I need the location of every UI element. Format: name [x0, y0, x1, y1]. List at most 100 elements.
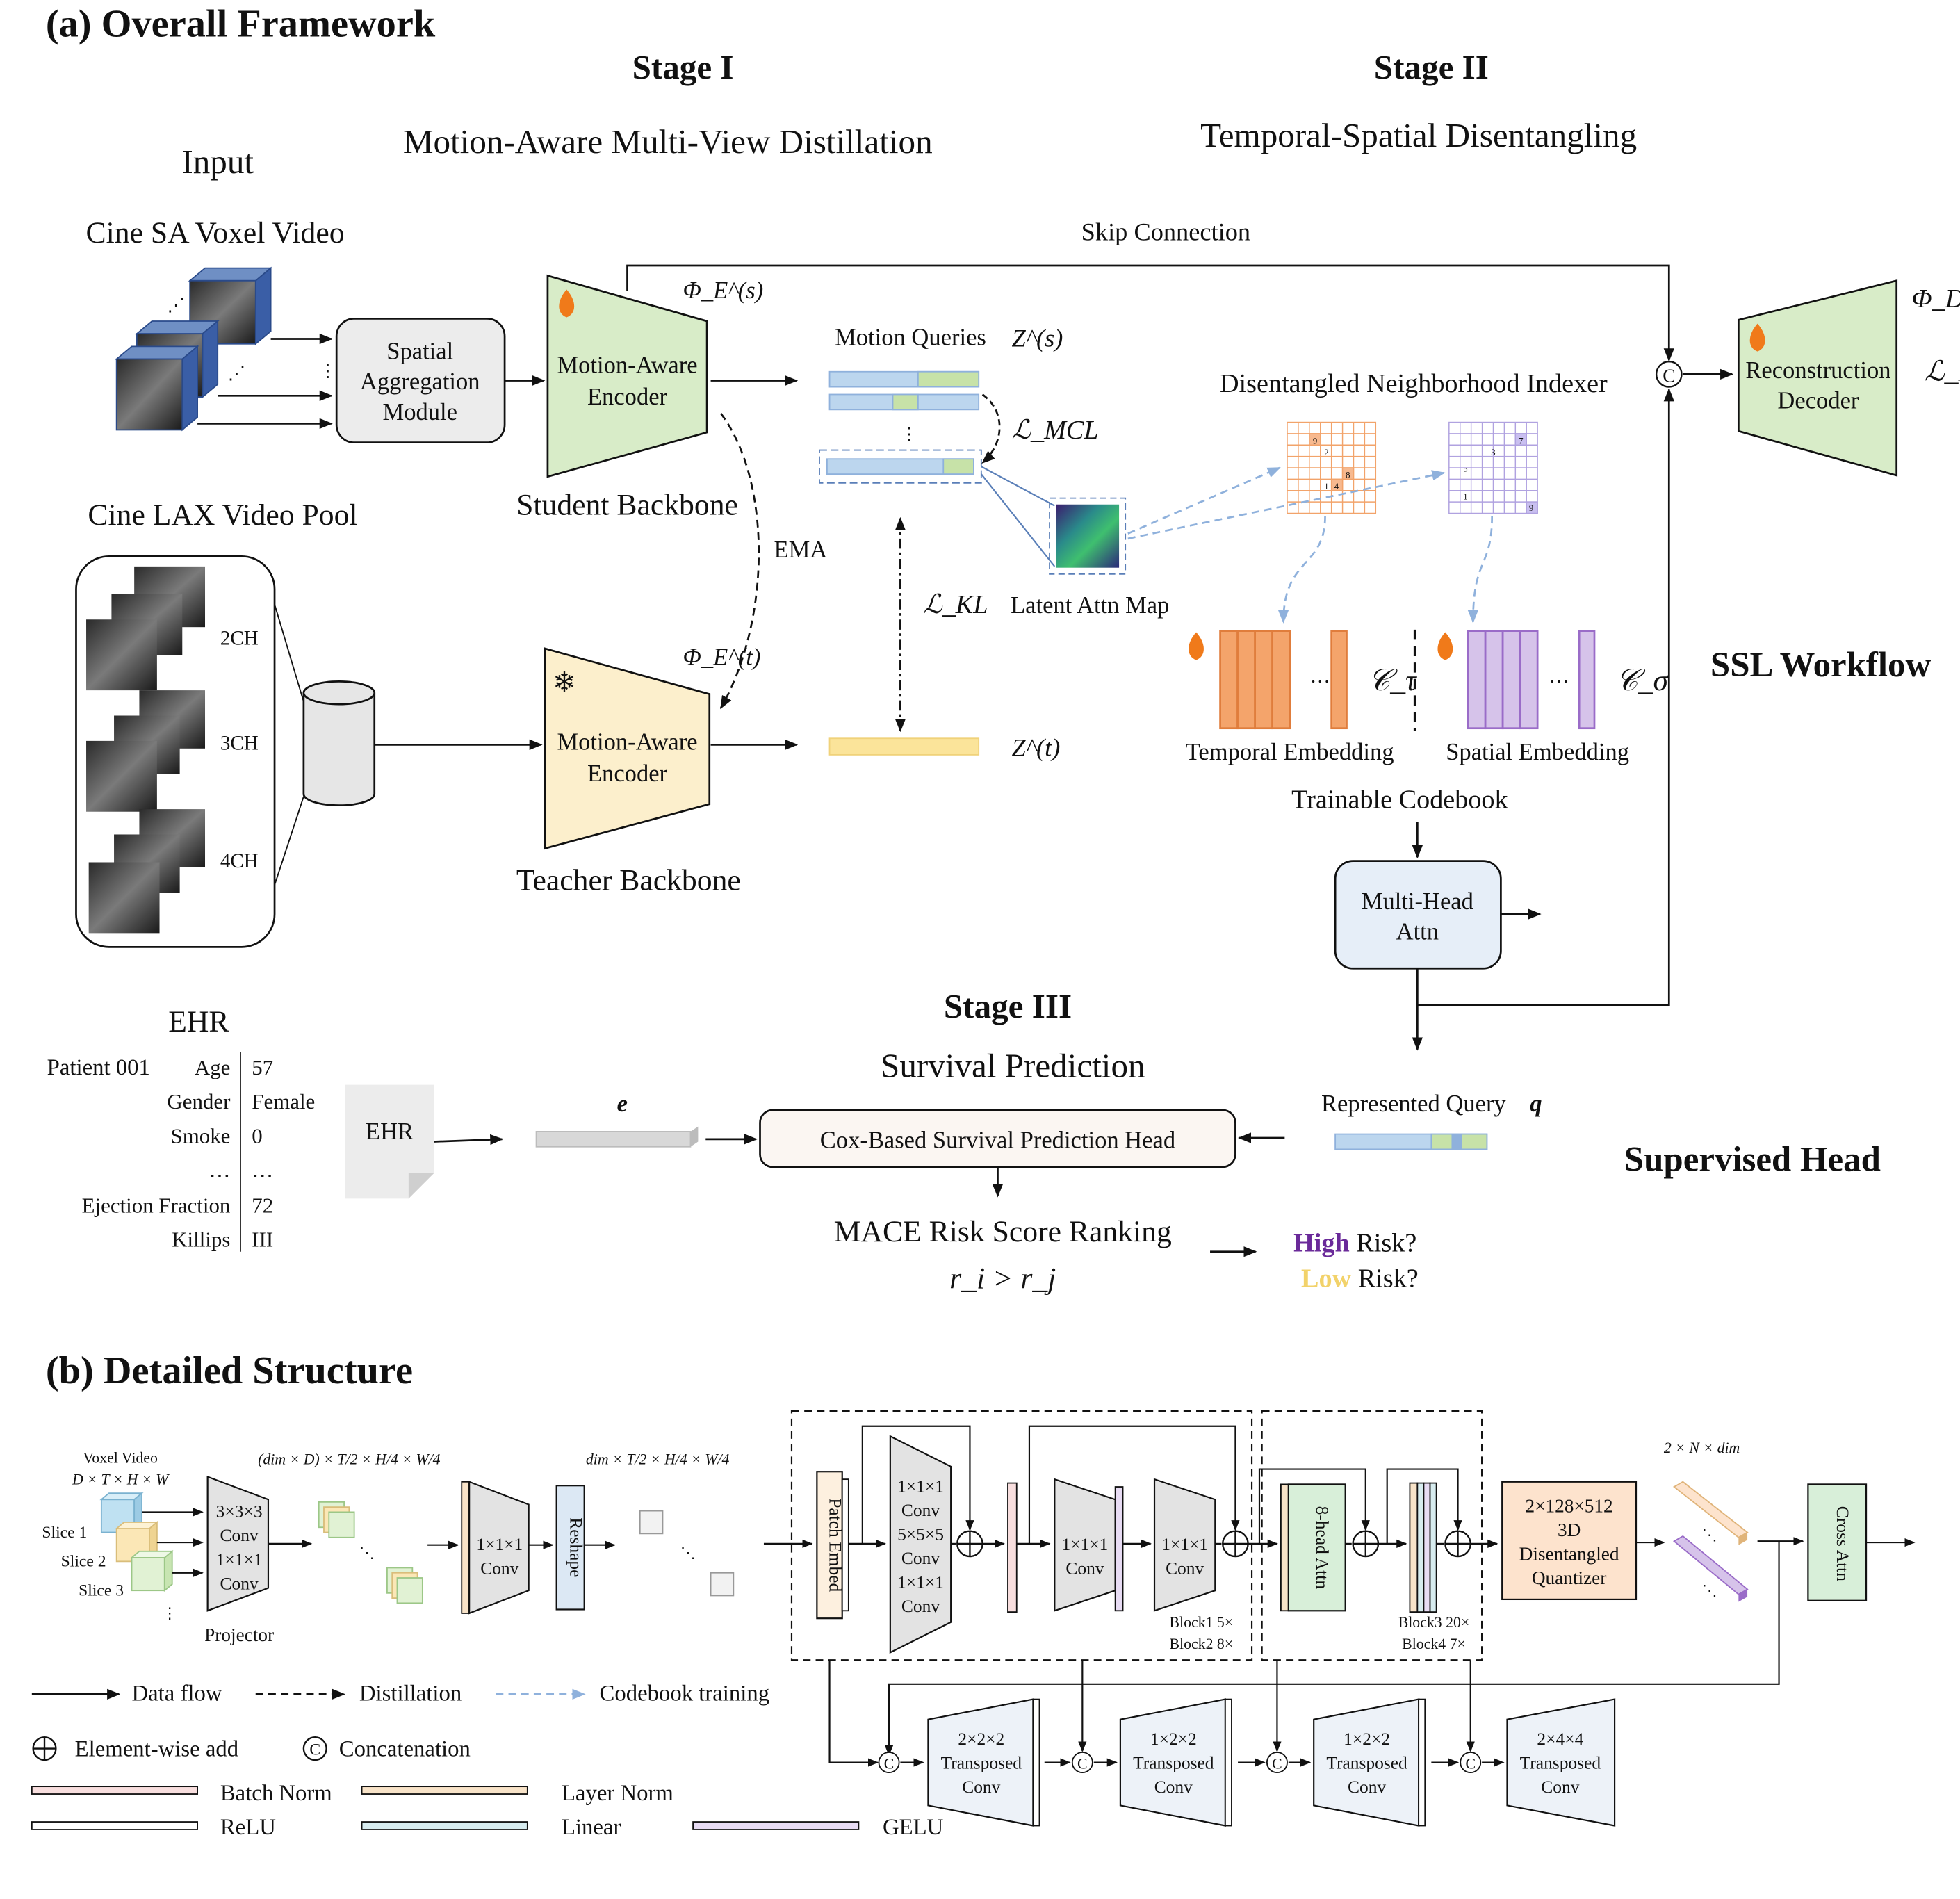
- stage2-title: Stage II: [1374, 48, 1489, 86]
- spatial-index-grid: [1448, 421, 1538, 514]
- feature-cubes-2: ⋱: [639, 1510, 735, 1597]
- svg-text:Quantizer: Quantizer: [1532, 1567, 1607, 1588]
- add-symbol: [956, 1530, 983, 1558]
- svg-text:⋰: ⋰: [228, 364, 245, 384]
- bottleneck-block: 1×1×1 Conv 5×5×5 Conv 1×1×1 Conv: [889, 1435, 952, 1654]
- svg-text:Motion-Aware: Motion-Aware: [557, 352, 697, 379]
- svg-text:C: C: [1272, 1756, 1282, 1772]
- svg-text:Conv: Conv: [1065, 1558, 1104, 1579]
- svg-text:Conv: Conv: [1541, 1777, 1579, 1797]
- projector-block: 3×3×3 Conv 1×1×1 Conv: [206, 1475, 270, 1612]
- svg-text:Codebook training: Codebook training: [600, 1681, 770, 1706]
- svg-text:Ejection Fraction: Ejection Fraction: [82, 1193, 231, 1217]
- voxel-dims-label: D × T × H × W: [72, 1471, 170, 1488]
- svg-text:C: C: [1465, 1756, 1476, 1772]
- svg-text:Aggregation: Aggregation: [360, 368, 480, 395]
- svg-text:Smoke: Smoke: [171, 1123, 231, 1148]
- svg-text:Conv: Conv: [1348, 1777, 1386, 1797]
- spatial-embedding-label: Spatial Embedding: [1446, 739, 1629, 765]
- motion-queries-label: Motion Queries: [835, 325, 986, 351]
- svg-text:C: C: [884, 1756, 895, 1772]
- svg-text:…: …: [1549, 665, 1569, 687]
- slice-1-label: Slice 1: [42, 1524, 87, 1542]
- concat-symbol: C: [1071, 1752, 1093, 1774]
- svg-text:⋱: ⋱: [1702, 1526, 1717, 1543]
- phi-d-label: Φ_D: [1912, 284, 1960, 313]
- transposed-conv-4: 2×4×4 Transposed Conv: [1506, 1698, 1616, 1827]
- svg-text:72: 72: [252, 1193, 273, 1217]
- patch-embed-block: Patch Embed: [816, 1471, 849, 1620]
- svg-text:2×4×4: 2×4×4: [1537, 1729, 1583, 1749]
- svg-text:1×1×1: 1×1×1: [1062, 1534, 1109, 1554]
- svg-text:Conv: Conv: [901, 1500, 940, 1520]
- concat-symbol: C: [878, 1752, 900, 1774]
- concat-symbol: C: [1460, 1752, 1482, 1774]
- high-risk-label: High Risk?: [1293, 1229, 1416, 1258]
- svg-text:Layer Norm: Layer Norm: [562, 1781, 673, 1806]
- svg-text:2×2×2: 2×2×2: [958, 1729, 1004, 1749]
- svg-text:Transposed: Transposed: [1520, 1753, 1601, 1773]
- block12-label-1: Block1 5×: [1169, 1614, 1233, 1631]
- svg-text:Encoder: Encoder: [587, 760, 668, 787]
- concat-symbol: C: [1655, 361, 1683, 388]
- svg-text:Distillation: Distillation: [359, 1681, 462, 1706]
- svg-text:2: 2: [1324, 448, 1328, 457]
- svg-text:Module: Module: [382, 399, 457, 425]
- svg-text:Conv: Conv: [220, 1573, 259, 1593]
- latent-attn-map-label: Latent Attn Map: [1011, 592, 1169, 619]
- cine-lax-label: Cine LAX Video Pool: [88, 498, 357, 532]
- svg-text:⋱: ⋱: [680, 1545, 696, 1561]
- block12-label-2: Block2 8×: [1169, 1636, 1233, 1652]
- svg-text:Transposed: Transposed: [1326, 1753, 1407, 1773]
- svg-text:0: 0: [252, 1123, 262, 1148]
- svg-text:3×3×3: 3×3×3: [216, 1501, 263, 1522]
- svg-text:5: 5: [1463, 464, 1467, 473]
- heading-b: (b) Detailed Structure: [46, 1349, 413, 1392]
- svg-text:1×2×2: 1×2×2: [1150, 1729, 1197, 1749]
- svg-text:…: …: [252, 1157, 273, 1182]
- codebook-training-arrows: [1127, 466, 1494, 624]
- low-risk-label: Low Risk?: [1301, 1264, 1419, 1294]
- svg-text:2CH: 2CH: [220, 628, 259, 650]
- mcl-loop-arrow: [981, 393, 1001, 464]
- ema-arrow: [719, 412, 760, 710]
- projector-label: Projector: [204, 1624, 274, 1645]
- svg-text:4: 4: [1334, 482, 1339, 491]
- svg-text:C: C: [309, 1741, 320, 1759]
- svg-text:Killips: Killips: [172, 1227, 230, 1251]
- svg-text:7: 7: [1519, 436, 1523, 446]
- svg-text:ReLU: ReLU: [220, 1815, 276, 1840]
- ehr-title: EHR: [168, 1005, 229, 1038]
- reconstruction-decoder: Reconstruction Decoder: [1737, 279, 1898, 477]
- phi-e-t: Φ_E^(t): [683, 644, 761, 671]
- block34-label-2: Block4 7×: [1402, 1636, 1466, 1652]
- add-symbol: [1352, 1530, 1380, 1558]
- l-kl-label: ℒ_KL: [923, 590, 988, 619]
- svg-text:Conv: Conv: [901, 1548, 940, 1568]
- input-label: Input: [181, 142, 254, 181]
- phi-e-s: Φ_E^(s): [683, 277, 764, 304]
- svg-text:2×128×512: 2×128×512: [1526, 1495, 1613, 1516]
- svg-text:1×2×2: 1×2×2: [1344, 1729, 1390, 1749]
- ehr-document: EHR: [345, 1084, 434, 1199]
- transposed-conv-2: 1×2×2 Transposed Conv: [1119, 1698, 1232, 1827]
- svg-text:1×1×1: 1×1×1: [476, 1534, 523, 1554]
- svg-text:Encoder: Encoder: [587, 384, 668, 410]
- svg-text:Attn: Attn: [1396, 918, 1439, 945]
- fire-icon: [1749, 323, 1765, 352]
- cine-sa-volumes: ⋰ ⋰ ⋮: [115, 266, 336, 432]
- slice-cubes: ⋮: [99, 1492, 177, 1622]
- svg-text:…: …: [1310, 665, 1330, 687]
- codebook-bars: ⋱ ⋱: [1672, 1481, 1749, 1602]
- z-t-label: Z^(t): [1011, 734, 1060, 762]
- e-label: e: [617, 1091, 628, 1117]
- svg-text:Decoder: Decoder: [1777, 388, 1859, 414]
- svg-text:Disentangled: Disentangled: [1519, 1544, 1619, 1565]
- svg-text:3: 3: [1491, 448, 1495, 457]
- svg-text:Age: Age: [195, 1055, 231, 1079]
- slice-2-label: Slice 2: [61, 1553, 106, 1571]
- spatial-embedding: …: [1437, 630, 1596, 730]
- snowflake-icon: ❄: [553, 667, 576, 698]
- svg-text:57: 57: [252, 1055, 273, 1079]
- svg-text:4CH: 4CH: [220, 850, 259, 872]
